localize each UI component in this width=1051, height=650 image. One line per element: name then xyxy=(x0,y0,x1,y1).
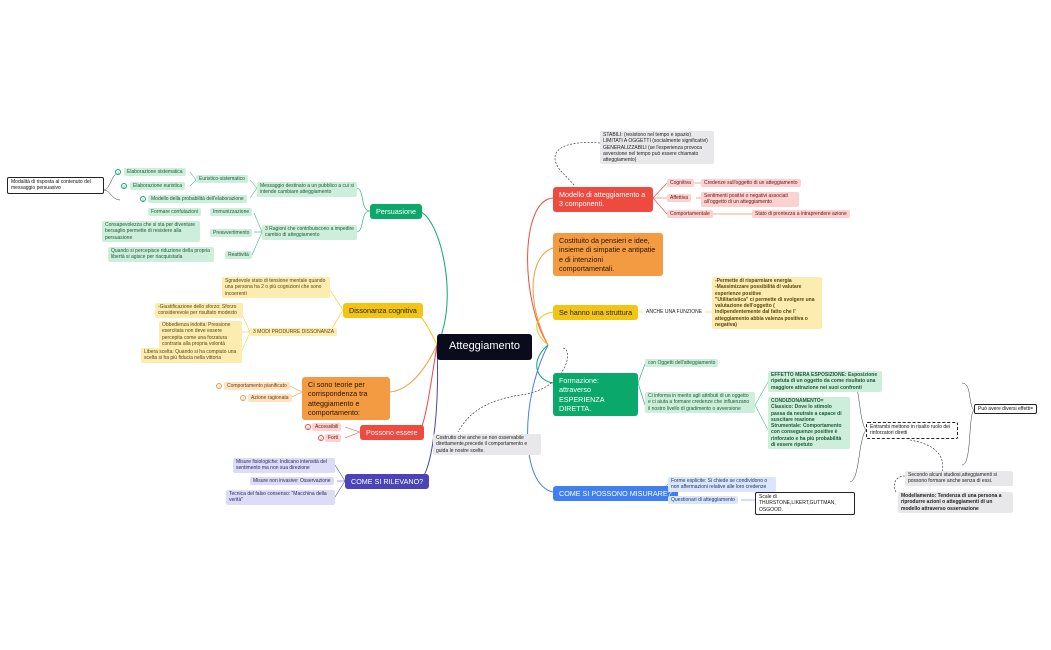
root-node[interactable]: Atteggiamento xyxy=(437,334,532,360)
esplicite-node[interactable]: Forme esplicite: Si chiede se condividon… xyxy=(668,477,776,492)
badge-1b-icon: 1 xyxy=(140,196,146,202)
forti-node[interactable]: Forti xyxy=(325,434,341,443)
rilevano-node[interactable]: COME SI RILEVANO? xyxy=(345,474,430,490)
diversi-node[interactable]: Può avere diversi effetti= xyxy=(974,404,1038,415)
comportamentale-desc-node[interactable]: Stato di prontezza a intraprendere azion… xyxy=(752,210,850,219)
teorie-node[interactable]: Ci sono teorie per corrispondenza tra at… xyxy=(302,377,390,421)
modi-node[interactable]: 3 MODI PRODURRE DISSONANZA xyxy=(250,328,338,337)
non-invasive-node[interactable]: Misure non invasive: Osservazione xyxy=(250,477,334,486)
preavvertimento-node[interactable]: Preavvertimento xyxy=(210,229,253,238)
modalita-node[interactable]: Modalità di risposta al contenuto del me… xyxy=(7,177,104,194)
euristico-node[interactable]: Euristico-sistematico xyxy=(196,175,248,184)
messaggio-node[interactable]: Messaggio destinato a un pubblico a cui … xyxy=(257,182,357,197)
immunizzazione-node[interactable]: Immunizzazione xyxy=(210,208,253,217)
informa-node[interactable]: Ci informa in merito agli attributi di u… xyxy=(645,392,755,413)
elab-sist-node[interactable]: Elaborazione sistematica xyxy=(124,168,186,177)
modellamento-node[interactable]: Modellamento: Tendenza di una persona a … xyxy=(898,492,1013,513)
effetto-node[interactable]: EFFETTO MERA ESPOSIZIONE: Esposizione ri… xyxy=(768,371,882,392)
formazione-node[interactable]: Formazione: attraverso ESPERIENZA DIRETT… xyxy=(553,373,638,417)
condizionamento-node[interactable]: CONDIZIONAMENTO= Classico: Dove lo stimo… xyxy=(768,397,850,449)
possono-badge-2-icon: 2 xyxy=(318,435,324,441)
modello-prob-node[interactable]: Modello della probabilità dell'elaborazi… xyxy=(148,195,247,204)
struttura-node[interactable]: Se hanno una struttura xyxy=(553,305,639,321)
scale-node[interactable]: Scale di THURSTONE,LIKERT,GUTTMAN, OSGOO… xyxy=(755,492,855,515)
secondo-node[interactable]: Secondo alcuni studiosi,atteggiamenti si… xyxy=(905,471,1013,486)
sgradevole-node[interactable]: Sgradevole stato di tensione mentale qua… xyxy=(222,277,330,298)
giustificazione-node[interactable]: -Giustificazione dello sforzo: Sforzo co… xyxy=(155,303,243,318)
badge-1-icon: 1 xyxy=(115,169,121,175)
badge-2-icon: 2 xyxy=(121,183,127,189)
questionari-node[interactable]: Questionari di atteggiamento xyxy=(668,496,738,505)
funzione-node[interactable]: ANCHE UNA FUNZIONE xyxy=(646,309,703,315)
affettiva-node[interactable]: Affettiva xyxy=(667,194,691,203)
quando-node[interactable]: Quando si percepisce riduzione della pro… xyxy=(108,247,214,262)
costrutto-node[interactable]: Costrutto che anche se non osservabile d… xyxy=(433,434,541,455)
oggetti-node[interactable]: con Oggetti dell'atteggiamento xyxy=(645,359,719,368)
cognitiva-desc-node[interactable]: Credenze sull'oggetto di un atteggiament… xyxy=(701,179,801,188)
consapevolezza-node[interactable]: Consapevolezza che si sta per diventare … xyxy=(102,221,200,242)
libera-node[interactable]: Libera scelta: Quando si ha compiuto una… xyxy=(141,348,242,363)
pianificato-node[interactable]: Comportamento pianificato xyxy=(224,382,290,391)
entrambi-node[interactable]: Entrambi mettono in risalto ruolo dei ri… xyxy=(866,422,958,439)
falso-node[interactable]: Tecnica del falso consenso: "Macchina de… xyxy=(226,490,335,505)
teorie-badge-2-icon: 2 xyxy=(240,395,246,401)
accessibili-node[interactable]: Accessibili xyxy=(312,423,342,432)
modello3-node[interactable]: Modello di atteggiamento a 3 componenti. xyxy=(553,187,653,212)
formare-node[interactable]: Formare confutazioni xyxy=(148,208,201,217)
affettiva-desc-node[interactable]: Sentimenti positivi o negativi associati… xyxy=(701,192,799,207)
costituito-node[interactable]: Costituito da pensieri e idee, insieme d… xyxy=(553,233,663,277)
ragioni-node[interactable]: 3 Ragioni che contribuiscono a impedire … xyxy=(262,225,357,240)
teorie-badge-1-icon: 1 xyxy=(216,383,222,389)
elab-eur-node[interactable]: Elaborazione euristica xyxy=(130,182,186,191)
dissonanza-node[interactable]: Dissonanza cognitiva xyxy=(343,303,423,319)
cognitiva-node[interactable]: Cognitiva xyxy=(667,179,694,188)
struttura-desc-node[interactable]: -Permette di risparmiare energia -Massim… xyxy=(712,277,822,329)
fisiologiche-node[interactable]: Misure fisiologiche: Indicano intensità … xyxy=(233,458,335,473)
stabili-node[interactable]: STABILI: (resistono nel tempo e spazio) … xyxy=(600,131,714,165)
reattivita-node[interactable]: Reattività xyxy=(225,251,252,260)
ragionata-node[interactable]: Azione ragionata xyxy=(248,394,292,403)
possono-badge-1-icon: 1 xyxy=(305,424,311,430)
persuasione-node[interactable]: Persuasione xyxy=(370,204,422,220)
possono-node[interactable]: Possono essere xyxy=(360,425,424,441)
misurare-node[interactable]: COME SI POSSONO MISURARE? xyxy=(553,486,678,502)
comportamentale-node[interactable]: Comportamentale xyxy=(667,210,713,219)
obbedienza-node[interactable]: Obbedienza indotta: Pressione esercitata… xyxy=(159,321,242,348)
